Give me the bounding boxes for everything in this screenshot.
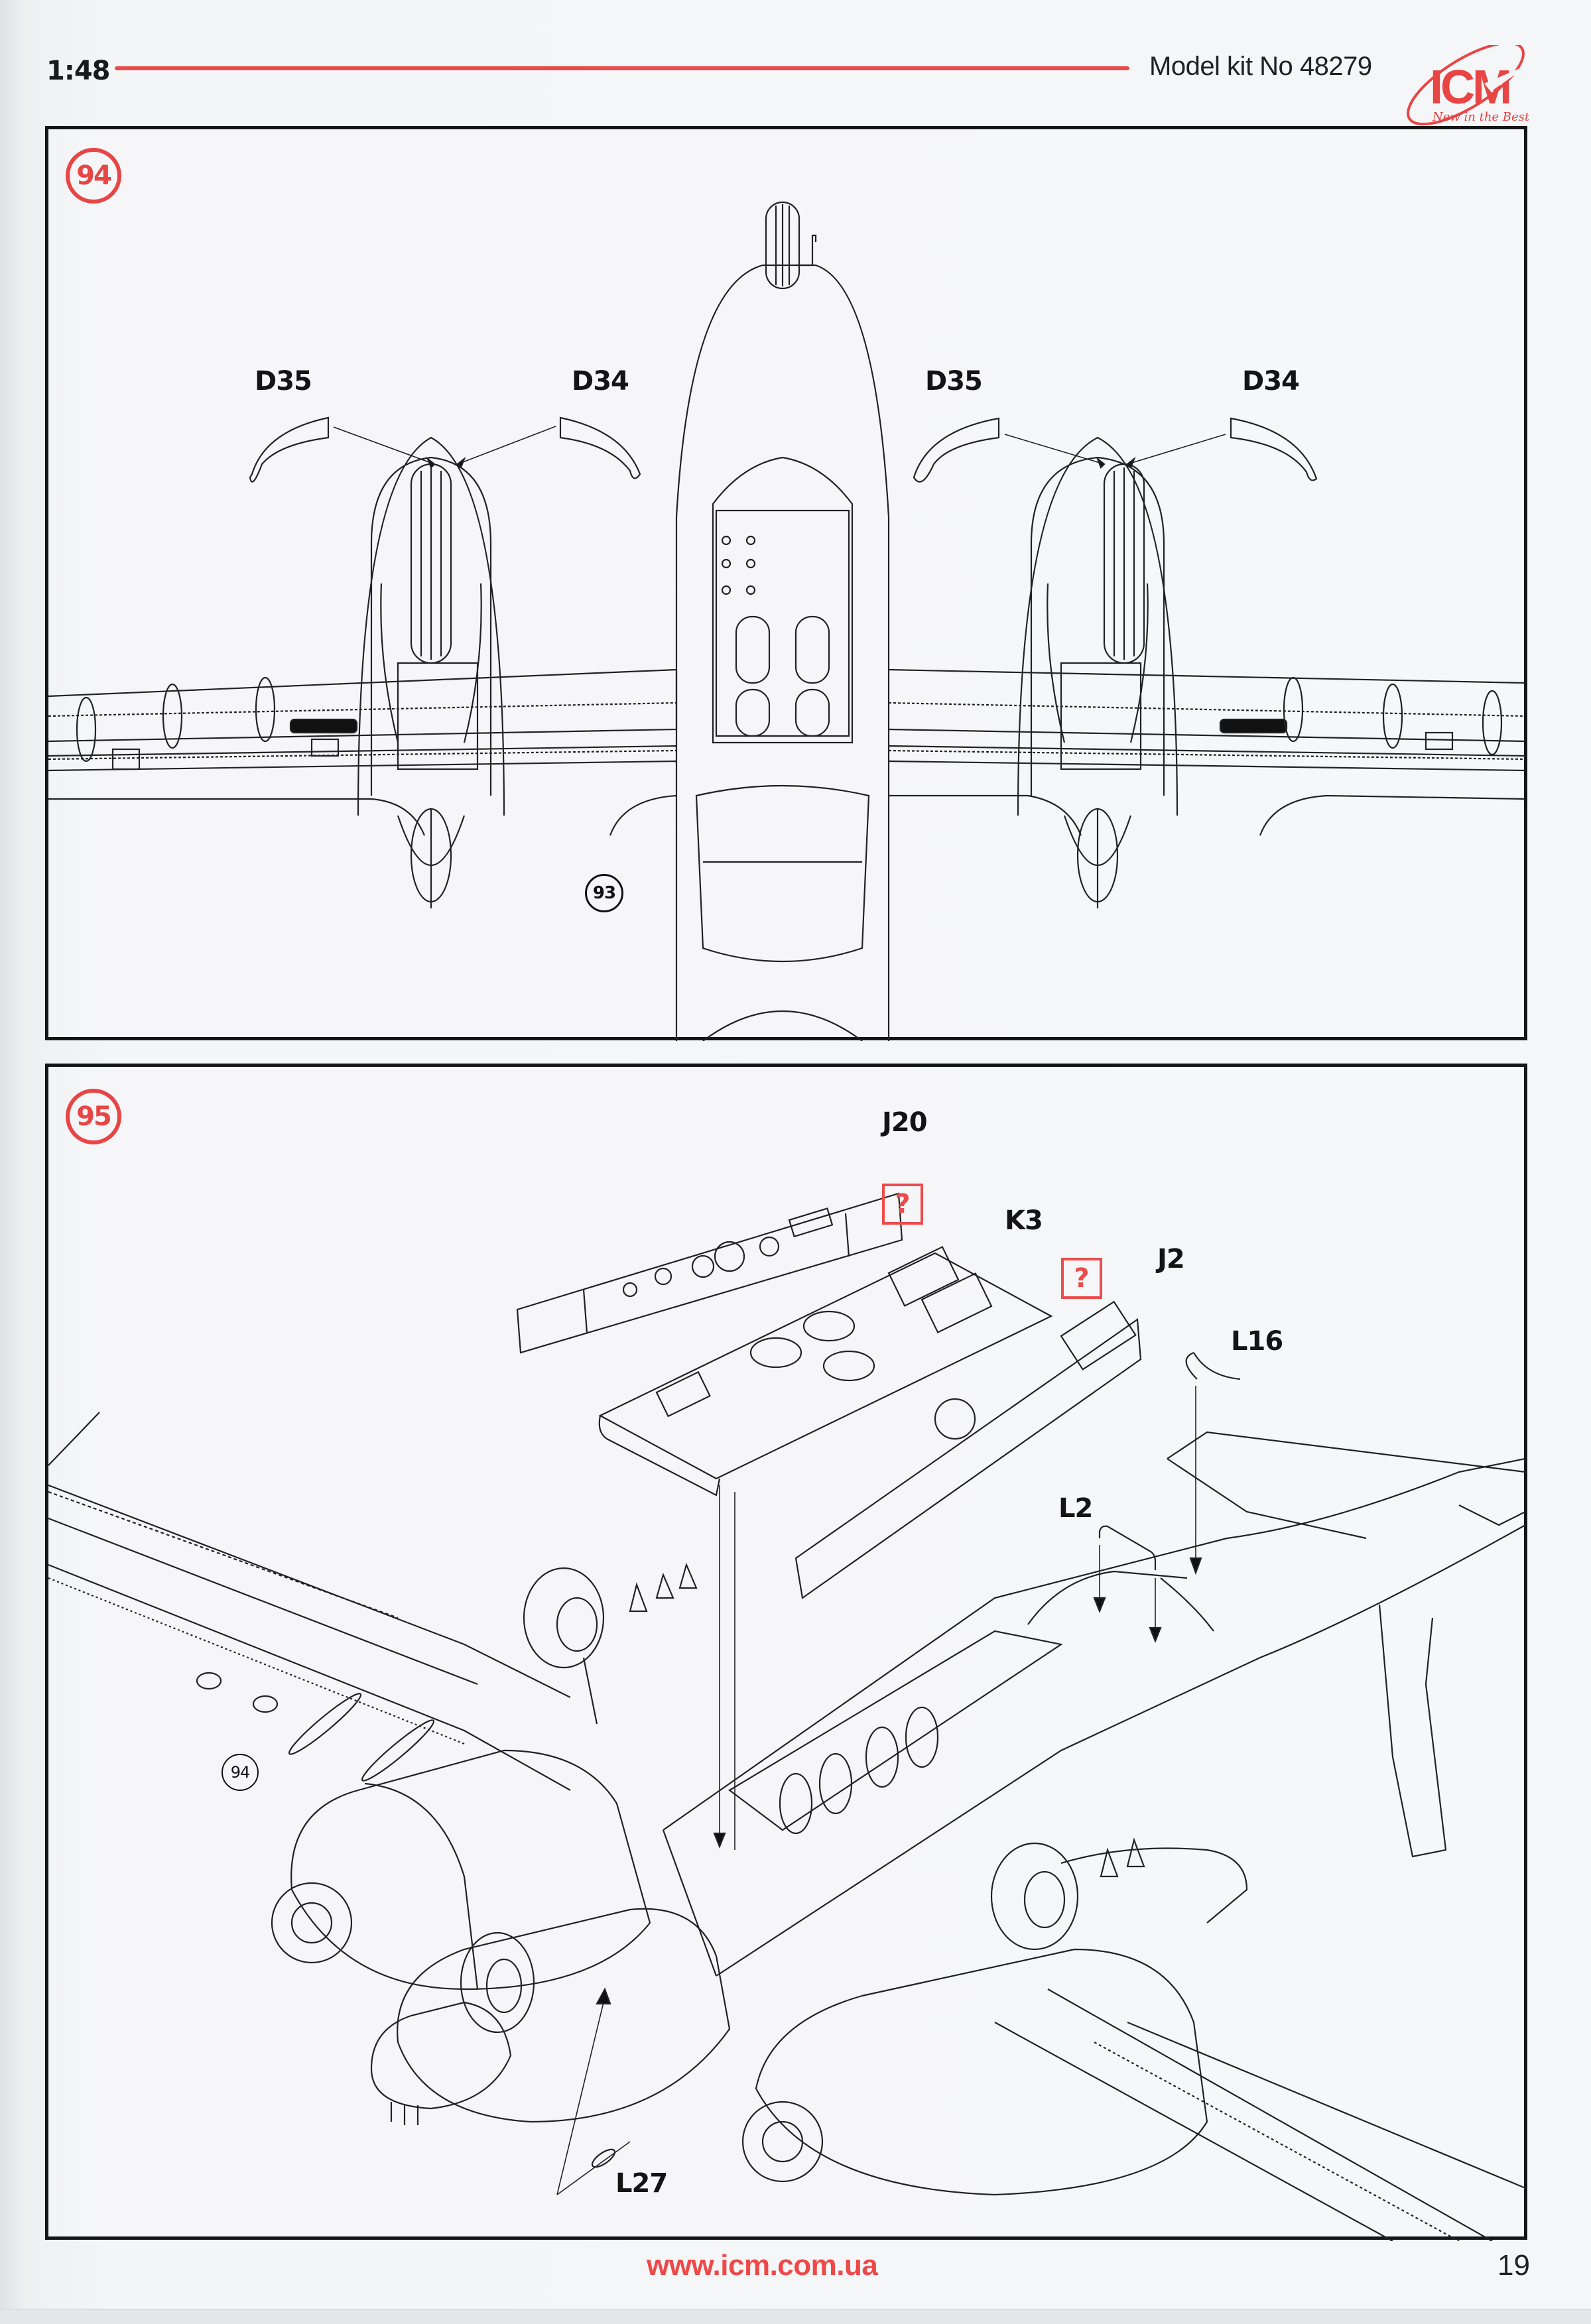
part-label-l27: L27 (615, 2168, 668, 2199)
reference-step-94: 94 (222, 1754, 259, 1791)
icm-logo: ICM (1407, 45, 1531, 126)
left-wing (48, 1412, 571, 1791)
logo-tagline: New in the Best (1432, 110, 1530, 124)
main-wheel-lower (460, 1931, 535, 2034)
step-95-drawing (48, 1192, 1526, 2241)
left-wing (48, 668, 678, 836)
tail (1167, 1431, 1526, 1858)
arrow-d34-left (457, 426, 556, 465)
kit-number: Model kit No 48279 (1149, 52, 1372, 81)
page-edge (0, 2309, 1591, 2324)
part-k3[interactable] (598, 1246, 1053, 1497)
part-label-j20: J20 (882, 1107, 928, 1138)
step-number-badge: 95 (66, 1089, 121, 1144)
right-nacelle (1017, 436, 1178, 908)
part-label-d35: D35 (925, 366, 983, 397)
left-nacelle (357, 436, 505, 908)
reference-step-93: 93 (585, 874, 623, 912)
arrow-d34-right (1127, 434, 1226, 465)
part-d35-left[interactable] (249, 416, 330, 483)
page-number: 19 (1497, 2249, 1530, 2282)
arrow-d35-right (1004, 434, 1105, 465)
part-l27[interactable] (590, 2146, 617, 2170)
part-label-j2: J2 (1157, 1244, 1185, 1274)
paint-reference-marker[interactable]: ? (1061, 1258, 1102, 1299)
part-j20[interactable] (516, 1192, 903, 1354)
right-wing (888, 668, 1526, 836)
header-rule (115, 66, 1129, 70)
part-l2[interactable] (1098, 1525, 1157, 1570)
fuselage (662, 1457, 1526, 1977)
logo-text: ICM (1430, 61, 1509, 114)
part-d35-right[interactable] (913, 417, 1000, 483)
part-label-d34: D34 (572, 366, 629, 397)
nose (370, 1908, 731, 2125)
part-l16[interactable] (1185, 1351, 1241, 1380)
part-d34-right[interactable] (1230, 417, 1318, 481)
arrow-d35-left (333, 426, 435, 465)
right-wing (994, 1988, 1526, 2241)
website-link[interactable]: www.icm.com.ua (647, 2249, 878, 2282)
scale-label: 1:48 (46, 56, 110, 86)
part-d34-left[interactable] (559, 416, 641, 479)
step-94-drawing (48, 201, 1526, 1041)
part-label-l2: L2 (1058, 1493, 1093, 1524)
right-engine (741, 1837, 1248, 2196)
step-95-panel (45, 1064, 1527, 2240)
part-label-d35: D35 (255, 366, 312, 397)
step-94-panel (45, 126, 1527, 1040)
step-number-badge: 94 (66, 148, 121, 204)
part-label-d34: D34 (1242, 366, 1300, 397)
main-wheel-upper (523, 1562, 698, 1725)
part-j2[interactable] (795, 1300, 1142, 1599)
paint-reference-marker[interactable]: ? (882, 1184, 923, 1225)
part-label-l16: L16 (1231, 1326, 1283, 1357)
part-label-k3: K3 (1005, 1205, 1043, 1236)
left-engine (271, 1749, 651, 1990)
fuselage (675, 201, 890, 1041)
